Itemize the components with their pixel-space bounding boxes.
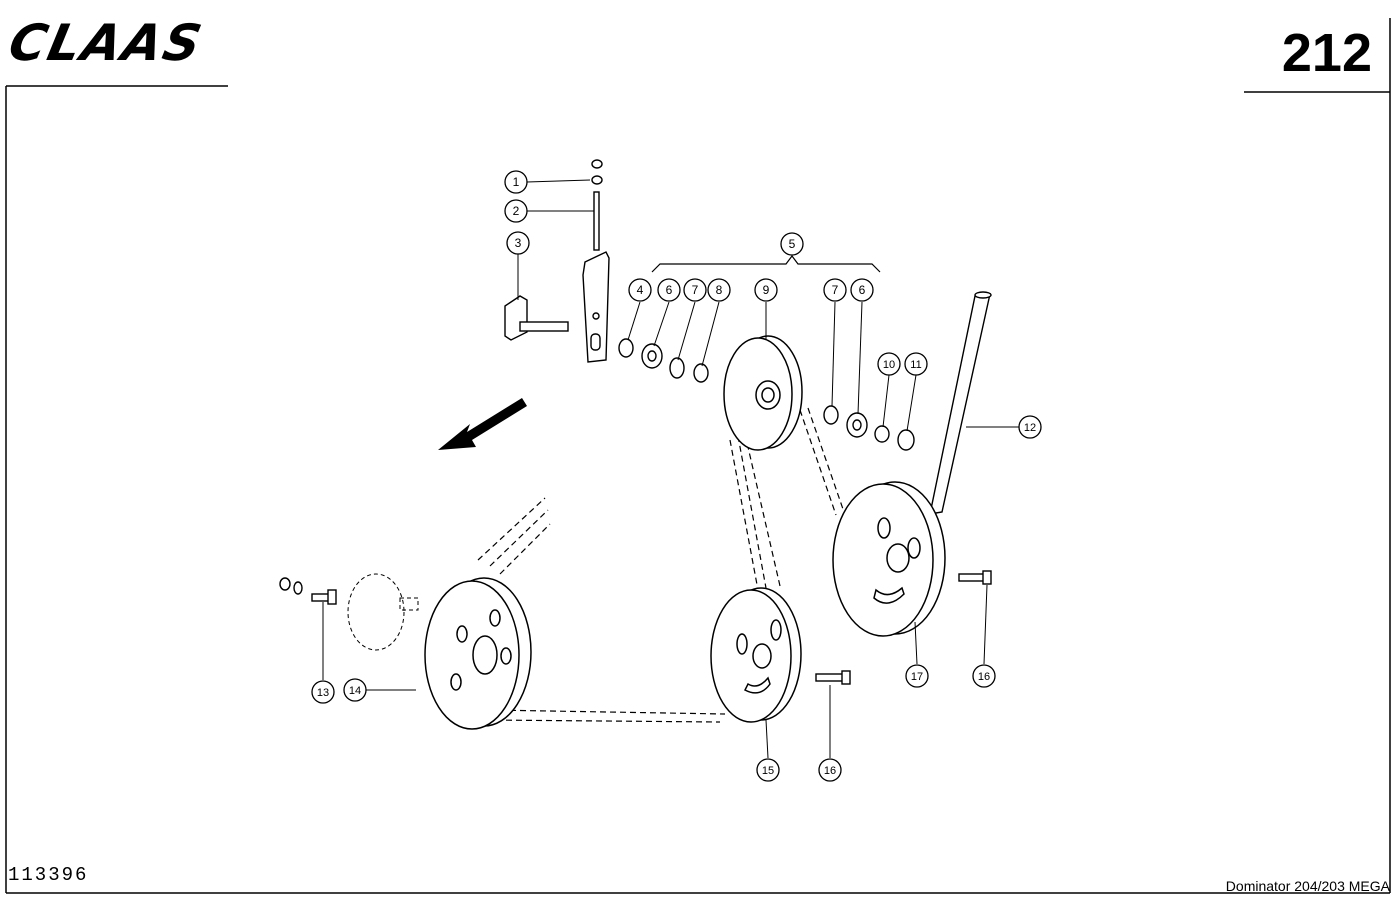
pulley-9	[723, 335, 803, 451]
direction-arrow	[438, 398, 527, 450]
tensioner-bracket	[582, 159, 610, 363]
callout-17: 17	[911, 671, 923, 683]
callout-12: 12	[1024, 422, 1036, 434]
t-bolt	[504, 295, 569, 341]
callout-8: 8	[716, 283, 723, 297]
page-number: 212	[1281, 23, 1372, 83]
drawing-number: 113396	[8, 864, 89, 886]
frame-lines	[5, 18, 1391, 894]
callout-9: 9	[763, 283, 770, 297]
bolts	[279, 570, 992, 685]
callout-circles	[311, 170, 1042, 782]
callout-6a: 6	[666, 283, 673, 297]
group-bracket-5	[651, 255, 881, 273]
callout-2: 2	[513, 204, 520, 218]
callout-16b: 16	[978, 671, 990, 683]
callout-15: 15	[762, 765, 774, 777]
callout-14: 14	[349, 685, 361, 697]
leader-lines	[322, 179, 1019, 759]
callout-7b: 7	[832, 283, 839, 297]
callout-labels: 1 2 3 4 5 6 7 8 9 7 6 10 11 12 13 14 15 …	[317, 175, 1036, 777]
hub-phantom	[347, 573, 419, 651]
pulley-17	[832, 481, 946, 637]
callout-11: 11	[910, 359, 921, 371]
pulley-14	[424, 577, 532, 730]
pulley-15	[710, 587, 802, 723]
callout-1: 1	[513, 175, 520, 189]
callout-3: 3	[515, 236, 522, 250]
belt-12	[929, 291, 992, 515]
callout-10: 10	[883, 359, 895, 371]
callout-16a: 16	[824, 765, 836, 777]
callout-6b: 6	[859, 283, 866, 297]
callout-7a: 7	[692, 283, 699, 297]
model-label: Dominator 204/203 MEGA	[1225, 878, 1390, 894]
idler-bearings	[618, 338, 915, 451]
callout-13: 13	[317, 687, 329, 699]
callout-4: 4	[637, 283, 644, 297]
callout-5: 5	[789, 237, 796, 251]
v-belts	[477, 407, 845, 723]
